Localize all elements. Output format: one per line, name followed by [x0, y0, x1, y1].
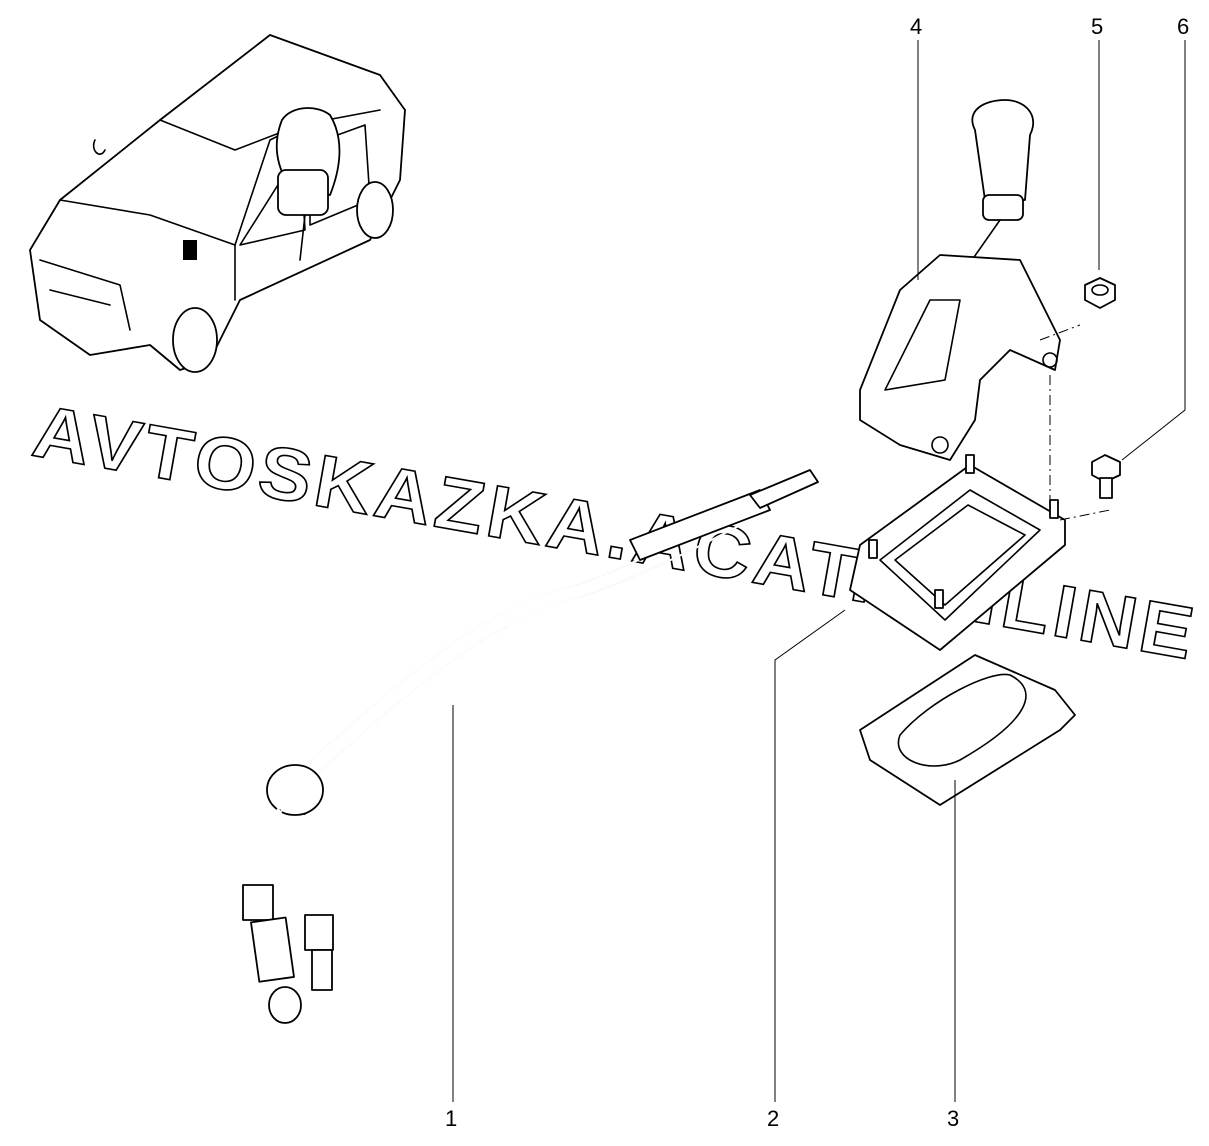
callout-6: 6	[1177, 14, 1189, 39]
gasket-boot-seal	[859, 654, 1076, 806]
highlight-marker	[183, 240, 197, 260]
shift-lever	[859, 99, 1061, 461]
nut	[1084, 277, 1116, 309]
callout-4: 4	[910, 14, 922, 39]
leader-lines	[452, 40, 1186, 1102]
car-overview-illustration	[29, 34, 406, 373]
shifter-base-plate	[849, 454, 1066, 651]
callout-3: 3	[947, 1106, 959, 1131]
callout-5: 5	[1091, 14, 1103, 39]
gear-shift-cable	[242, 469, 819, 1024]
gear-shifter-assembly	[275, 107, 341, 261]
bolt	[1091, 454, 1121, 499]
callout-2: 2	[767, 1106, 779, 1131]
callout-1: 1	[445, 1106, 457, 1131]
